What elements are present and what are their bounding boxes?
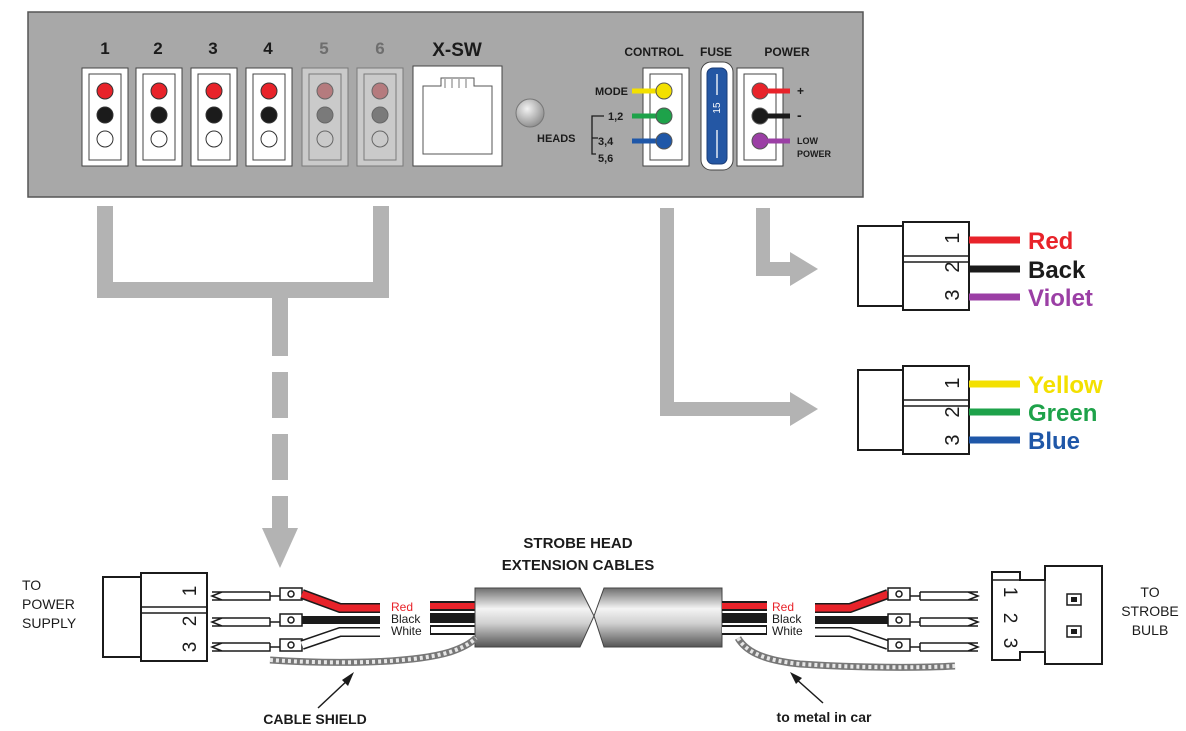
shield-pointer-arrowhead [342,672,354,686]
heads-12-pin [655,107,673,125]
control-connector-pin-3: 3 [942,434,964,445]
port-label-4: 4 [263,39,273,58]
power-label: POWER [764,45,810,59]
shield-pointer-line [317,677,351,709]
cable-sheath-right [593,587,723,648]
left-red-wire [300,590,380,612]
head-port-1 [81,67,129,167]
cable-title-line-1: STROBE HEAD [523,535,632,552]
low-power-label-2: POWER [797,149,832,159]
mode-pin [655,82,673,100]
cable-shield-right [734,636,956,671]
power-wire-label-red: Red [1028,228,1073,255]
port-label-6: 6 [375,39,384,58]
heads-34-pin [655,132,673,150]
cable-shield-left [269,635,479,666]
right-wire-label-black: Black [772,612,802,626]
ground-label: to metal in car [777,709,872,725]
power-port-arrow [756,208,818,286]
heads-label: HEADS [537,133,576,145]
heads-56-label: 5,6 [598,153,613,165]
port-label-2: 2 [153,39,162,58]
head-port-2 [135,67,183,167]
left-white-wire [300,628,380,649]
mode-label: MODE [595,86,628,98]
left-wire-label-red: Red [391,600,413,614]
port-label-5: 5 [319,39,328,58]
power-connector: 1 2 3 Red Back Violet [857,221,1093,312]
left-end-label-1: TO [22,577,41,593]
cable-right-pin-1: 1 [999,587,1020,598]
head-port-4 [245,67,293,167]
power-minus-label: - [797,107,802,123]
head-port-5 [301,67,349,167]
right-white-wire [815,628,890,649]
cable-sheath-left [474,587,595,648]
power-wire-label-black: Back [1028,257,1086,284]
port-label-3: 3 [208,39,217,58]
ground-pointer-line [794,677,824,704]
fuse-holder: 15 [700,61,734,171]
right-end-label-2: STROBE [1121,603,1179,619]
control-connector-pin-2: 2 [942,406,964,417]
cable-left-pin-3: 3 [180,642,201,653]
cable-title-line-2: EXTENSION CABLES [502,557,655,574]
left-wire-label-black: Black [391,612,421,626]
heads-34-label: 3,4 [598,136,614,148]
cable-right-connector: 1 2 3 [991,565,1103,665]
right-wire-label-white: White [772,624,803,638]
control-connector-pin-1: 1 [942,377,964,388]
head-port-3 [190,67,238,167]
cable-left-pin-1: 1 [180,586,201,597]
fuse-value: 15 [712,102,723,114]
cable-right-pin-3: 3 [999,638,1020,649]
control-connector: 1 2 3 Yellow Green Blue [857,365,1103,455]
low-power-label-1: LOW [797,136,818,146]
left-wire-label-white: White [391,624,422,638]
left-end-label-2: POWER [22,596,75,612]
cable-shield-label: CABLE SHIELD [263,711,366,727]
status-led-icon [515,98,545,128]
power-connector-pin-1: 1 [942,232,964,243]
heads-12-label: 1,2 [608,111,623,123]
fuse-label: FUSE [700,45,732,59]
right-red-wire [815,590,890,612]
head-ports-arrow [97,206,389,568]
power-connector-pin-3: 3 [942,289,964,300]
right-end-label-1: TO [1140,584,1159,600]
control-wire-label-yellow: Yellow [1028,372,1103,399]
ground-pointer-arrowhead [790,672,802,684]
control-label: CONTROL [624,45,683,59]
right-end-label-3: BULB [1132,622,1169,638]
port-label-1: 1 [100,39,109,58]
cable-right-terminals [887,587,981,652]
cable-left-pin-2: 2 [180,616,201,627]
power-wire-label-violet: Violet [1028,285,1093,312]
heads-bracket [591,115,604,155]
cable-right-pin-2: 2 [999,613,1020,624]
control-box: 1 2 3 4 5 6 [27,11,864,198]
cable-left-connector: 1 2 3 [102,572,208,662]
power-plus-label: + [797,84,804,98]
control-wire-label-blue: Blue [1028,428,1080,455]
left-end-label-3: SUPPLY [22,615,77,631]
cable-left-terminals [209,587,303,652]
control-port-arrow [660,208,818,426]
xsw-label: X-SW [432,40,482,61]
head-port-6 [356,67,404,167]
control-wire-label-green: Green [1028,400,1097,427]
right-wire-label-red: Red [772,600,794,614]
xsw-rj45-port [412,65,503,167]
power-connector-pin-2: 2 [942,261,964,272]
